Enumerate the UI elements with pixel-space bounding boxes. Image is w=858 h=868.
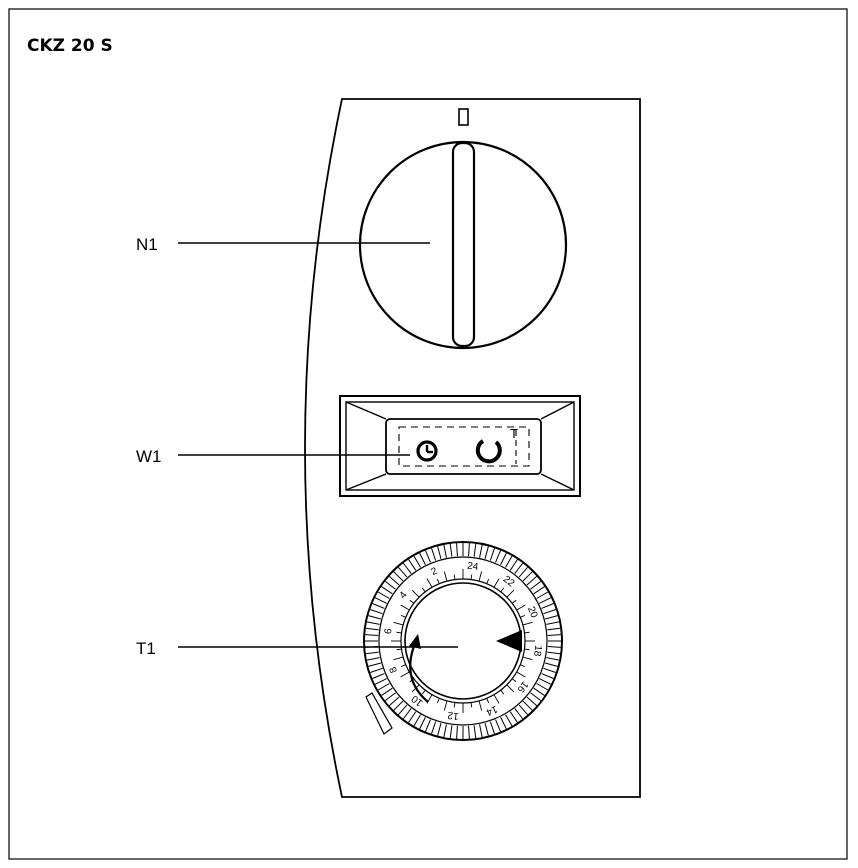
- timer-hour-number: 22: [501, 574, 517, 590]
- power-ring-icon: [475, 439, 502, 464]
- timer-outer-ticks: [365, 543, 561, 739]
- timer-hour-number: 12: [447, 709, 460, 721]
- page-title: CKZ 20 S: [27, 36, 113, 56]
- label-w1: W1: [136, 447, 162, 466]
- label-n1: N1: [136, 235, 158, 254]
- timer-inner-ticks: [391, 569, 535, 713]
- knob-grip: [451, 141, 476, 348]
- diagram-border: [8, 8, 848, 860]
- timer-hour-number: 24: [467, 561, 480, 573]
- timer-hour-number: 4: [398, 590, 410, 601]
- timer-hour-number: 14: [484, 703, 499, 718]
- timer-hour-number: 20: [525, 605, 540, 620]
- switch-right-mark: T: [510, 426, 518, 441]
- switch-w1: T: [339, 395, 581, 497]
- timer-hour-number: 2: [430, 566, 440, 578]
- timer-hour-number: 8: [388, 665, 400, 675]
- timer-hour-number: 16: [514, 679, 530, 695]
- rectangle-mark-icon: [458, 108, 469, 126]
- triangle-pointer-icon: [496, 630, 522, 652]
- timer-setting-tab: [365, 692, 393, 735]
- clock-icon: [416, 440, 438, 462]
- timer-hour-number: 6: [383, 627, 395, 634]
- panel-housing: [304, 98, 641, 798]
- label-t1: T1: [136, 639, 156, 658]
- timer-hour-number: 18: [531, 645, 543, 658]
- timer-hour-number: 10: [409, 692, 425, 708]
- curved-arrow-icon: [409, 634, 429, 703]
- knob-n1: [358, 140, 568, 350]
